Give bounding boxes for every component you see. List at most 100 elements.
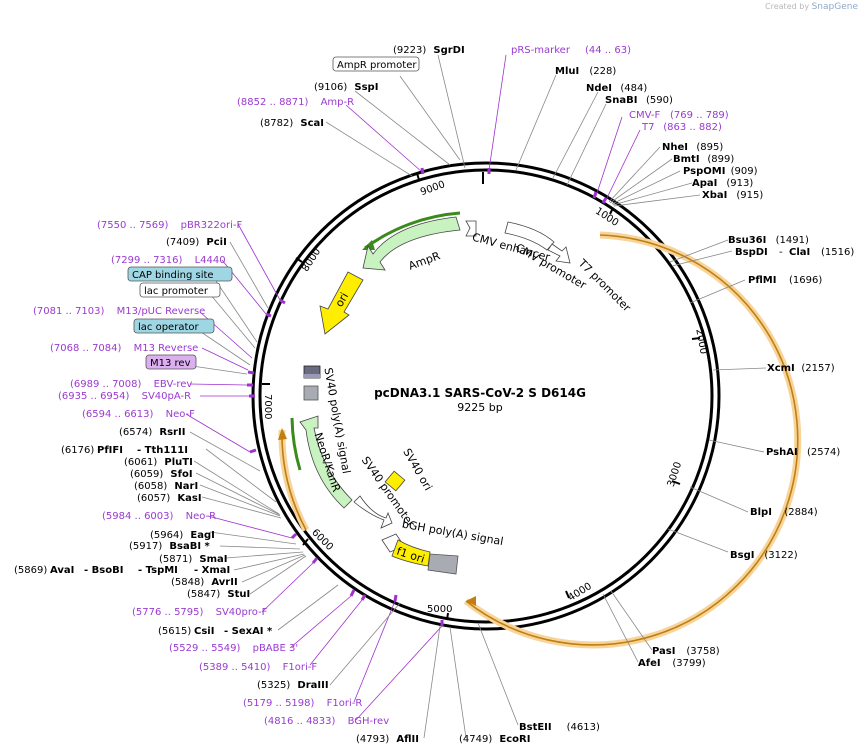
label-pos-aflii: (4793) [356,734,389,745]
label-pos-bsu36i: (1491) [776,235,809,246]
neo-region-arrowhead [278,428,287,440]
sv40-promoter-feature[interactable] [353,495,393,529]
label-t7: T7 [641,122,654,133]
label-neo-r: Neo-R [186,511,217,522]
label-pos-rsrii: (6574) [119,427,152,438]
label-pos-prs-marker: (44 .. 63) [585,45,631,56]
spike-insert-arrowhead [466,596,476,606]
feature-box-lac-operator[interactable] [133,318,215,334]
ori-feature[interactable] [319,271,364,335]
feature-box-label-lac-operator: lac operator [138,322,199,333]
label-xbai: XbaI [702,190,727,201]
label-pos-sspi: (9106) [314,82,347,93]
label-bsabi: BsaBI * [169,541,210,552]
label-ndei: NdeI [586,83,612,94]
label-pos-draiii: (5325) [257,680,290,691]
spike-insert-arc-line [465,234,799,646]
label-tth111i: - Tth111I [137,445,188,456]
label-rsrii: RsrII [159,427,185,438]
label-pos-m13-reverse: (7068 .. 7084) [50,343,122,354]
label-bsu36i: Bsu36I [728,235,766,246]
label-bmti: BmtI [673,154,700,165]
cmv-enhancer-feature[interactable] [504,221,555,251]
ruler-3000: 3000 [666,461,684,489]
feature-label-ori: ori [333,290,351,309]
label-f1ori-f: F1ori-F [283,662,318,673]
leader-lines [185,54,767,739]
label-pos-xcmi: (2157) [801,363,834,374]
label-avrii: AvrII [211,577,237,588]
label-xmai: - XmaI [194,565,230,576]
label-clai: ClaI [789,247,810,258]
label-pos-pluti: (6061) [124,457,157,468]
label-pos-pbr322ori-f: (7550 .. 7569) [97,220,169,231]
label-sexai: - SexAI * [224,626,273,637]
feature-label-sv40-ori: SV40 ori [400,446,434,493]
label-smai: SmaI [199,554,227,565]
label-pflmi: PflMI [748,275,776,286]
backbone-inner [258,168,714,624]
sv40-ori-feature[interactable] [384,470,406,492]
label-mlui: MluI [555,66,579,77]
label-ecori: EcoRI [499,734,530,745]
snapgene-brand: SnapGene [811,2,858,12]
label-pos-ecori: (4749) [459,734,492,745]
label-eagi: EagI [190,530,214,541]
feature-box-label-ampr-promoter: AmpR promoter [337,60,417,71]
label-pbabe-3: pBABE 3' [253,643,299,654]
label-kasi: KasI [177,493,201,504]
label-pos-kasi: (6057) [137,493,170,504]
ampr-feature[interactable] [362,216,461,271]
label-dash: - [779,247,783,258]
label-sv40pro-f: SV40pro-F [216,607,268,618]
neor-kanr-feature[interactable] [299,415,353,509]
small-feature-top [465,220,477,237]
feature-box-cap-binding-site[interactable] [127,266,233,282]
f1-ori-feature[interactable] [391,539,431,567]
label-pos-f1ori-r: (5179 .. 5198) [243,698,315,709]
label-pos-eagi: (5964) [150,530,183,541]
feature-box-ampr-promoter[interactable] [332,56,420,72]
label-pspomi: PspOMI [683,166,725,177]
label-pos-clai: (1516) [821,247,854,258]
label-pos-apai: (913) [726,178,753,189]
label-afei: AfeI [638,658,661,669]
label-nhei: NheI [662,142,688,153]
ampr-green-arrowhead [362,240,375,250]
label-pos-ebv-rev: (6989 .. 7008) [70,379,142,390]
lac-box-feature [304,374,320,378]
label-draiii: DraIII [297,680,328,691]
ampr-green-arc [364,211,461,250]
feature-box-m13-rev[interactable] [145,354,197,370]
label-tspmi: - TspMI [138,565,178,576]
spike-insert-arc [463,231,802,649]
label-snabi: SnaBI [605,95,637,106]
label-blpi: BlpI [750,507,772,518]
label-pbr322ori-f: pBR322ori-F [181,220,243,231]
label-ebv-rev: EBV-rev [154,379,193,390]
label-pos-bsgi: (3122) [764,550,797,561]
label-pos-avai: (5869) [14,565,47,576]
label-m13-reverse: M13 Reverse [134,343,199,354]
grey-small-feature [303,385,319,401]
label-pos-f1ori-f: (5389 .. 5410) [199,662,271,673]
label-sgrdi: SgrDI [433,45,464,56]
feature-label-ampr: AmpR [407,249,443,273]
label-csii: CsiI [194,626,214,637]
label-pos-cmv-f: (769 .. 789) [670,110,729,121]
feature-box-label-lac-promoter: lac promoter [144,286,209,297]
feature-box-label-cap-binding-site: CAP binding site [132,270,214,281]
label-pcii: PciI [206,237,226,248]
label-pos-neo-f: (6594 .. 6613) [82,409,154,420]
label-pos-snabi: (590) [646,95,673,106]
label-sspi: SspI [354,82,378,93]
cmv-promoter-feature[interactable] [547,243,571,264]
label-pos-scai: (8782) [260,118,293,129]
label-pos-smai: (5871) [159,554,192,565]
feature-box-lac-promoter[interactable] [139,282,221,298]
feature-label-f1-ori: f1 ori [395,545,426,566]
label-sfoi: SfoI [170,469,192,480]
label-xcmi: XcmI [767,363,795,374]
label-bgh-rev: BGH-rev [348,716,390,727]
label-bsobi: - BsoBI [84,565,123,576]
